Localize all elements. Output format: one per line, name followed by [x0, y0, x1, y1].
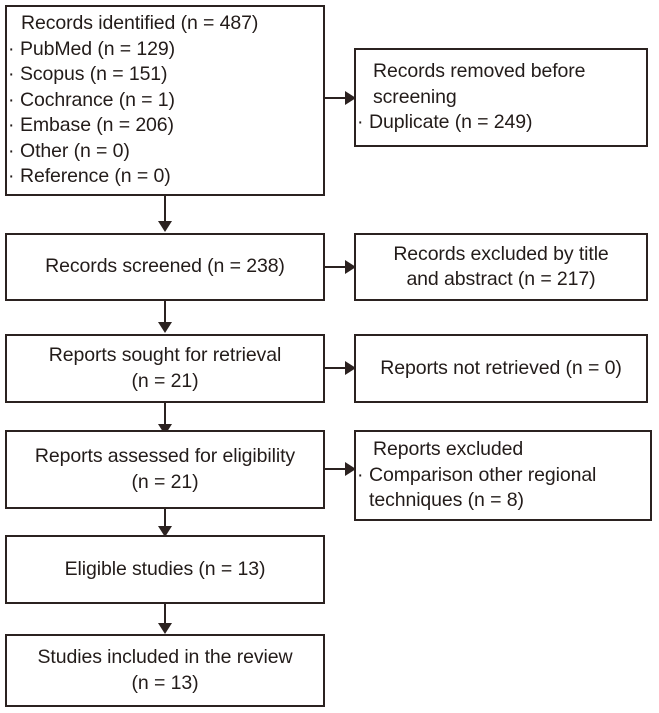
- source-item: ·Reference (n = 0): [7, 164, 175, 190]
- connector-assessed-to-eligible: [164, 509, 166, 529]
- box-reports-excluded: Reports excluded ·Comparison other regio…: [354, 430, 652, 521]
- bullet-icon: ·: [8, 139, 15, 162]
- arrowhead-down-icon: [158, 623, 172, 634]
- studies-included-line-2: (n = 13): [131, 671, 199, 694]
- bullet-icon: ·: [8, 114, 15, 137]
- box-eligible-studies: Eligible studies (n = 13): [5, 535, 325, 604]
- source-item: ·Embase (n = 206): [7, 113, 175, 139]
- source-item: ·PubMed (n = 129): [7, 37, 175, 63]
- source-label: Scopus (n = 151): [20, 63, 168, 86]
- connector-screened-to-excluded: [325, 266, 347, 268]
- records-identified-sources: ·PubMed (n = 129) ·Scopus (n = 151) ·Coc…: [7, 37, 175, 190]
- source-label: Cochrance (n = 1): [20, 88, 175, 111]
- connector-assessed-to-excluded: [325, 468, 347, 470]
- source-label: Reference (n = 0): [20, 165, 171, 188]
- bullet-icon: ·: [8, 37, 15, 60]
- source-label: Other (n = 0): [20, 139, 130, 162]
- bullet-icon: ·: [8, 165, 15, 188]
- records-screened-label: Records screened (n = 238): [45, 255, 285, 278]
- records-excluded-line-2: and abstract (n = 217): [406, 268, 596, 290]
- source-item: ·Scopus (n = 151): [7, 62, 175, 88]
- source-item: ·Cochrance (n = 1): [7, 88, 175, 114]
- reports-sought-line-2: (n = 21): [131, 369, 199, 392]
- reports-excluded-items: ·Comparison other regional techniques (n…: [356, 463, 637, 514]
- box-reports-assessed: Reports assessed for eligibility (n = 21…: [5, 430, 325, 509]
- connector-sought-to-not-retrieved: [325, 367, 347, 369]
- box-records-removed-before-screening: Records removed before screening ·Duplic…: [354, 48, 648, 147]
- removed-line-1: Records removed before: [373, 60, 586, 83]
- bullet-icon: ·: [357, 463, 364, 486]
- source-label: Embase (n = 206): [20, 114, 174, 137]
- records-identified-title: Records identified (n = 487): [21, 12, 259, 35]
- reports-not-retrieved-label: Reports not retrieved (n = 0): [380, 356, 622, 379]
- reports-excluded-item: ·Comparison other regional techniques (n…: [356, 463, 637, 514]
- box-records-excluded: Records excluded by title and abstract (…: [354, 233, 648, 301]
- reports-excluded-item-label: Comparison other regional techniques (n …: [369, 463, 597, 512]
- box-reports-not-retrieved: Reports not retrieved (n = 0): [354, 334, 648, 403]
- arrowhead-down-icon: [158, 322, 172, 333]
- arrowhead-down-icon: [158, 221, 172, 232]
- arrowhead-right-icon: [345, 361, 356, 375]
- removed-item-label: Duplicate (n = 249): [369, 111, 533, 134]
- arrowhead-down-icon: [158, 526, 172, 537]
- arrowhead-down-icon: [158, 424, 172, 435]
- arrowhead-right-icon: [345, 91, 356, 105]
- connector-identified-to-screened: [164, 196, 166, 223]
- connector-screened-to-sought: [164, 301, 166, 325]
- box-studies-included: Studies included in the review (n = 13): [5, 634, 325, 707]
- bullet-icon: ·: [8, 63, 15, 86]
- removed-line-2: screening: [373, 85, 457, 108]
- connector-eligible-to-included: [164, 604, 166, 625]
- removed-items: ·Duplicate (n = 249): [356, 110, 533, 136]
- removed-item: ·Duplicate (n = 249): [356, 110, 533, 136]
- reports-excluded-line-1: Reports excluded: [373, 438, 524, 461]
- box-records-screened: Records screened (n = 238): [5, 233, 325, 301]
- bullet-icon: ·: [8, 88, 15, 111]
- studies-included-line-1: Studies included in the review: [37, 646, 293, 668]
- reports-sought-line-1: Reports sought for retrieval: [48, 344, 282, 366]
- connector-sought-to-assessed: [164, 403, 166, 427]
- box-reports-sought: Reports sought for retrieval (n = 21): [5, 334, 325, 403]
- records-excluded-line-1: Records excluded by title: [393, 242, 609, 265]
- arrowhead-right-icon: [345, 462, 356, 476]
- source-label: PubMed (n = 129): [20, 37, 176, 60]
- box-records-identified: Records identified (n = 487) ·PubMed (n …: [5, 5, 325, 196]
- source-item: ·Other (n = 0): [7, 139, 175, 165]
- bullet-icon: ·: [357, 111, 364, 134]
- arrowhead-right-icon: [345, 260, 356, 274]
- reports-assessed-line-2: (n = 21): [131, 470, 199, 493]
- eligible-studies-label: Eligible studies (n = 13): [64, 557, 266, 580]
- connector-identified-to-removed: [325, 97, 347, 99]
- reports-assessed-line-1: Reports assessed for eligibility: [34, 445, 296, 467]
